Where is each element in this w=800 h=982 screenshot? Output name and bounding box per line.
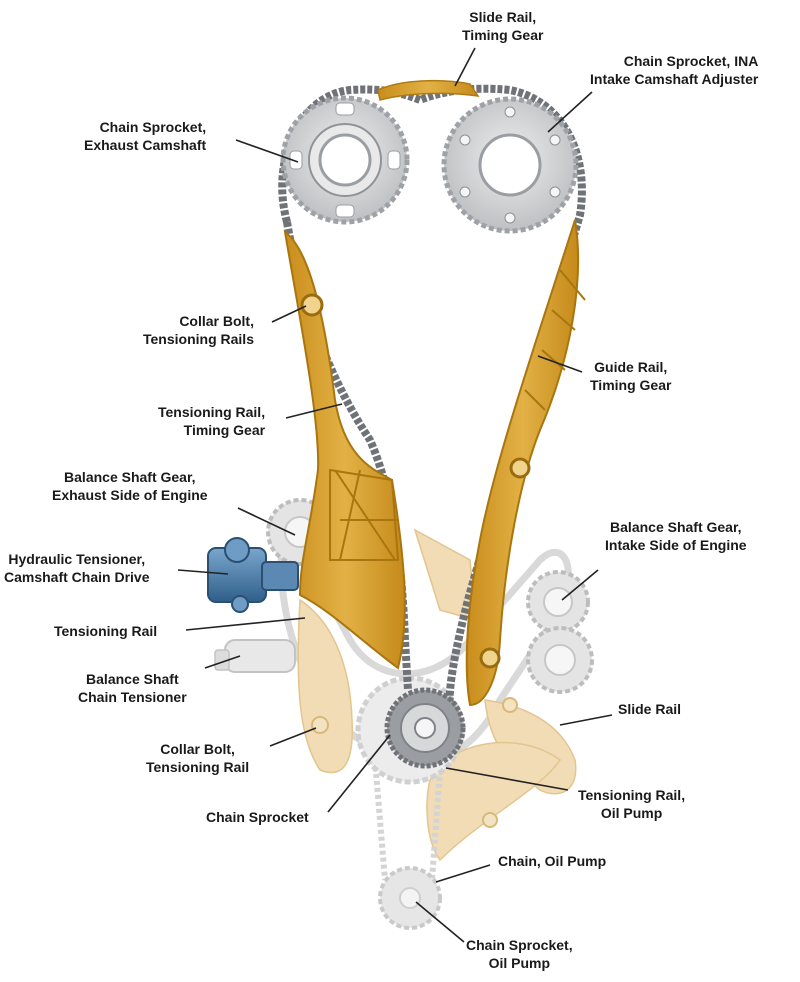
crank-chain-sprocket: [384, 687, 466, 769]
slide-rail-timing-gear: [377, 79, 480, 101]
leader-chain-sprocket: [327, 734, 391, 813]
label-collar-bolt-tensioning-rail: Collar Bolt, Tensioning Rail: [146, 741, 250, 775]
label-balance-shaft-chain-tensioner: Balance Shaft Chain Tensioner: [78, 671, 187, 705]
tensioning-rail-timing-gear: [283, 229, 406, 670]
label-chain-sprocket-oil-pump: Chain Sprocket, Oil Pump: [466, 937, 573, 971]
intake-camshaft-adjuster-sprocket: [441, 96, 579, 234]
label-tensioning-rail: Tensioning Rail: [54, 623, 158, 639]
leader-chain-sprocket-oil-pump: [415, 901, 465, 943]
label-guide-rail-timing-gear: Guide Rail, Timing Gear: [590, 359, 672, 393]
leader-balance-chain-tensioner: [204, 655, 241, 669]
oil-pump-chain: [372, 759, 443, 881]
label-tensioning-rail-oil-pump: Tensioning Rail, Oil Pump: [578, 787, 686, 821]
label-slide-rail: Slide Rail: [618, 701, 682, 717]
leader-guide-rail: [537, 355, 583, 373]
leader-slide-rail-timing-gear: [454, 47, 476, 87]
leader-tensioning-rail: [185, 617, 306, 631]
leader-lines: [177, 47, 613, 943]
leader-collar-bolt-rail: [269, 727, 317, 747]
collar-bolt-tensioning-rails: [300, 293, 324, 317]
leader-slide-rail: [559, 714, 613, 726]
faded-center-brace: [413, 528, 476, 622]
leader-exhaust-sprocket: [235, 139, 299, 163]
label-slide-rail-timing-gear: Slide Rail, Timing Gear: [462, 9, 544, 43]
leader-tensioning-rail-oil-pump: [445, 767, 569, 791]
leader-tensioning-rail-timing: [285, 403, 343, 419]
leader-intake-adjuster: [547, 91, 593, 133]
hydraulic-tensioner: [207, 537, 299, 613]
label-exhaust-camshaft-sprocket: Chain Sprocket, Exhaust Camshaft: [84, 119, 207, 153]
label-chain-sprocket: Chain Sprocket: [206, 809, 309, 825]
leader-balance-gear-intake: [561, 569, 599, 601]
guide-rail-timing-gear: [465, 219, 586, 707]
label-chain-oil-pump: Chain, Oil Pump: [498, 853, 607, 869]
leader-hydraulic-tensioner: [177, 569, 229, 575]
exhaust-camshaft-sprocket: [280, 95, 410, 225]
label-tensioning-rail-timing-gear: Tensioning Rail, Timing Gear: [158, 404, 266, 438]
balance-shaft-chain-tensioner: [214, 639, 296, 673]
leader-chain-oil-pump: [435, 864, 491, 883]
leader-balance-gear-exhaust: [237, 507, 296, 536]
label-collar-bolt-tensioning-rails: Collar Bolt, Tensioning Rails: [143, 313, 254, 347]
label-hydraulic-tensioner: Hydraulic Tensioner, Camshaft Chain Driv…: [4, 551, 150, 585]
faded-oil-pump-rail: [426, 741, 562, 862]
leader-collar-bolt-rails: [271, 305, 307, 323]
label-intake-camshaft-adjuster: Chain Sprocket, INA Intake Camshaft Adju…: [590, 53, 759, 87]
label-balance-shaft-gear-exhaust: Balance Shaft Gear, Exhaust Side of Engi…: [52, 469, 208, 503]
label-balance-shaft-gear-intake: Balance Shaft Gear, Intake Side of Engin…: [605, 519, 747, 553]
